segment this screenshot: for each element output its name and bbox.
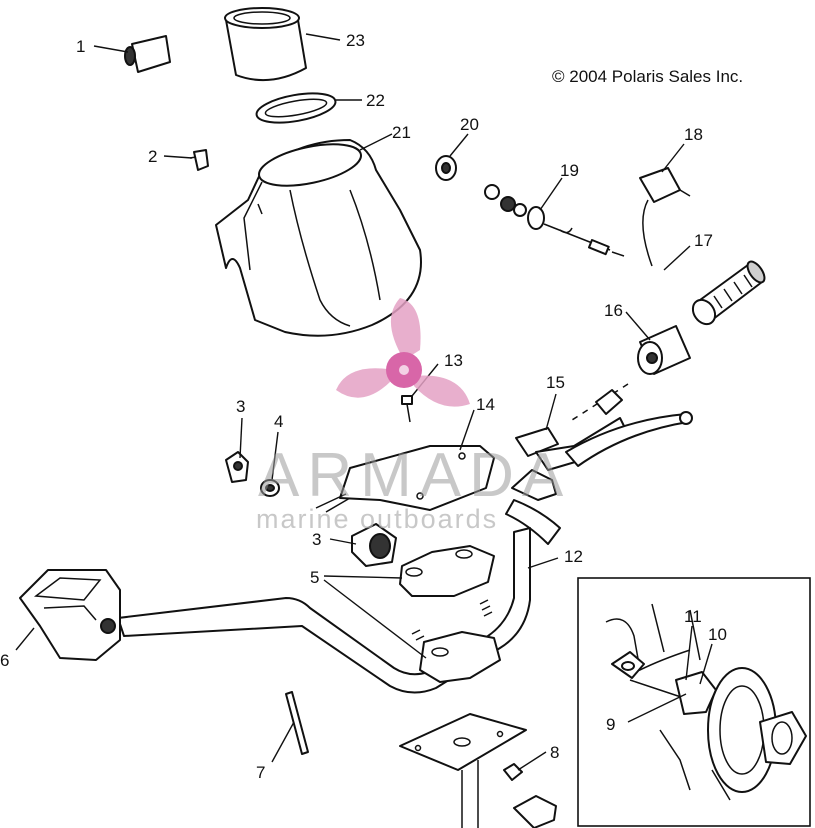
part-12-handlebar	[117, 527, 531, 694]
part-14-mounting-plate	[315, 445, 495, 513]
callout-23: 23	[346, 31, 365, 50]
callout-3-upper: 3	[236, 397, 245, 416]
steering-post	[399, 713, 527, 828]
callout-7: 7	[256, 763, 265, 782]
watermark-brand: ARMADA	[258, 441, 571, 510]
callout-17: 17	[694, 231, 713, 250]
callout-13: 13	[444, 351, 463, 370]
copyright-notice: © 2004 Polaris Sales Inc.	[552, 67, 743, 86]
leader-lines	[15, 33, 713, 771]
callout-18: 18	[684, 125, 703, 144]
callout-15: 15	[546, 373, 565, 392]
part-18-switch	[639, 167, 691, 267]
inset-box	[577, 577, 811, 827]
part-6-switch-housing	[19, 569, 121, 661]
part-2-screw	[189, 149, 209, 171]
callout-6: 6	[0, 651, 9, 670]
callout-8: 8	[550, 743, 559, 762]
callout-9: 9	[606, 715, 615, 734]
part-20-nut	[435, 155, 457, 181]
callout-10: 10	[708, 625, 727, 644]
callout-11: 11	[684, 607, 702, 626]
callout-20: 20	[460, 115, 479, 134]
callout-5: 5	[310, 568, 319, 587]
callout-labels: 1 2 3 4 3 5 6 7 8 9 10 11 12 13 14 15 16…	[0, 31, 727, 782]
part-19-cable	[484, 184, 625, 257]
callout-1: 1	[76, 37, 85, 56]
part-4-grommet	[260, 479, 280, 497]
part-3-knob-lower	[351, 523, 397, 567]
callout-19: 19	[560, 161, 579, 180]
part-22-ring	[255, 92, 337, 124]
callout-3-lower: 3	[312, 530, 321, 549]
callout-16: 16	[604, 301, 623, 320]
part-7-cable-tie	[285, 691, 309, 755]
part-23-cap	[224, 7, 307, 82]
part-3-switch-upper	[225, 451, 249, 483]
callout-2: 2	[148, 147, 157, 166]
part-16-throttle-housing	[637, 325, 691, 375]
propeller-icon	[336, 298, 470, 407]
part-5-clamp-upper	[399, 545, 495, 597]
watermark: ARMADA marine outboards	[256, 298, 571, 534]
callout-21: 21	[392, 123, 411, 142]
callout-4: 4	[274, 412, 283, 431]
callout-14: 14	[476, 395, 495, 414]
callout-22: 22	[366, 91, 385, 110]
part-13-bolt	[401, 395, 413, 423]
part-1-fitting	[124, 35, 171, 73]
part-17-grip	[691, 260, 766, 326]
part-8-nut	[503, 763, 557, 828]
callout-12: 12	[564, 547, 583, 566]
part-5-clamp-lower	[419, 631, 501, 683]
part-15-brake-lever	[505, 389, 693, 545]
watermark-tagline: marine outboards	[256, 504, 498, 534]
part-21-steering-cover	[215, 139, 422, 337]
